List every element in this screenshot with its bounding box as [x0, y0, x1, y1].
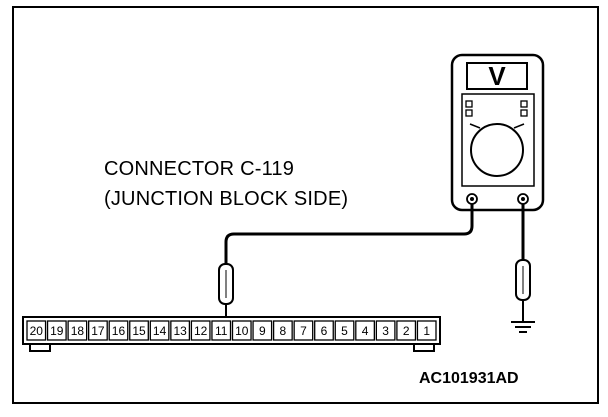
- pin-cell-20: [26, 320, 47, 341]
- pin-cell-18: [67, 320, 88, 341]
- voltmeter-icon: V: [450, 53, 545, 212]
- pin-cell-12: [190, 320, 211, 341]
- pin-label-11: 11: [215, 324, 228, 338]
- pin-label-20: 20: [30, 324, 44, 338]
- ground-symbol-icon: [511, 321, 535, 333]
- meter-display: [466, 62, 528, 90]
- pin-cell-17: [88, 320, 108, 341]
- figure-border: [12, 6, 599, 404]
- meter-tick-right: [513, 123, 525, 129]
- meter-indicator-1: [465, 100, 473, 108]
- meter-indicator-3: [520, 100, 528, 108]
- pin-label-4: 4: [362, 324, 369, 338]
- pin-label-17: 17: [91, 324, 105, 338]
- meter-dial: [470, 123, 524, 177]
- pin-label-9: 9: [259, 324, 266, 338]
- pin-label-1: 1: [423, 324, 430, 338]
- pin-label-7: 7: [300, 324, 307, 338]
- pin-cell-5: [334, 320, 355, 341]
- pin-label-5: 5: [341, 324, 348, 338]
- meter-indicator-4: [520, 109, 528, 117]
- pin-cell-8: [272, 320, 293, 341]
- pin-label-12: 12: [194, 324, 208, 338]
- pin-cell-2: [396, 320, 417, 341]
- pin-label-16: 16: [112, 324, 126, 338]
- pin-label-13: 13: [173, 324, 187, 338]
- pin-label-15: 15: [132, 324, 146, 338]
- pin-label-3: 3: [382, 324, 389, 338]
- pin-label-8: 8: [280, 324, 287, 338]
- pin-cell-16: [108, 320, 129, 341]
- probe-lead-wire: [224, 204, 474, 266]
- pin-label-2: 2: [403, 324, 410, 338]
- meter-jack-right-core: [521, 197, 525, 201]
- meter-display-symbol: V: [488, 61, 506, 91]
- pin-cell-13: [170, 320, 191, 341]
- pin-label-6: 6: [321, 324, 328, 338]
- pin-cell-4: [355, 320, 375, 341]
- pin-label-18: 18: [71, 324, 85, 338]
- connector-caption-line-1: CONNECTOR C-119: [104, 158, 295, 180]
- pin-cell-6: [314, 320, 334, 341]
- ground-probe: [515, 259, 531, 322]
- pin-cell-19: [46, 320, 67, 341]
- meter-indicator-2: [465, 109, 473, 117]
- pin-cell-10: [231, 320, 252, 341]
- meter-tick-left: [469, 123, 481, 129]
- meter-jack-left-core: [470, 197, 474, 201]
- pin-cell-7: [293, 320, 314, 341]
- test-probe: [218, 263, 234, 320]
- pin-cell-9: [252, 320, 273, 341]
- figure-id: AC101931AD: [419, 370, 519, 387]
- pin-cell-15: [129, 320, 149, 341]
- pin-label-10: 10: [235, 324, 249, 338]
- pin-cell-1: [416, 320, 437, 341]
- pin-cell-3: [375, 320, 396, 341]
- pin-cell-11: [211, 320, 232, 341]
- pin-label-19: 19: [50, 324, 64, 338]
- pin-cell-14: [149, 320, 170, 341]
- pin-label-14: 14: [153, 324, 167, 338]
- connector-latch-left: [29, 344, 51, 352]
- connector-latch-right: [413, 344, 435, 352]
- connector-caption-line-2: (JUNCTION BLOCK SIDE): [104, 188, 349, 210]
